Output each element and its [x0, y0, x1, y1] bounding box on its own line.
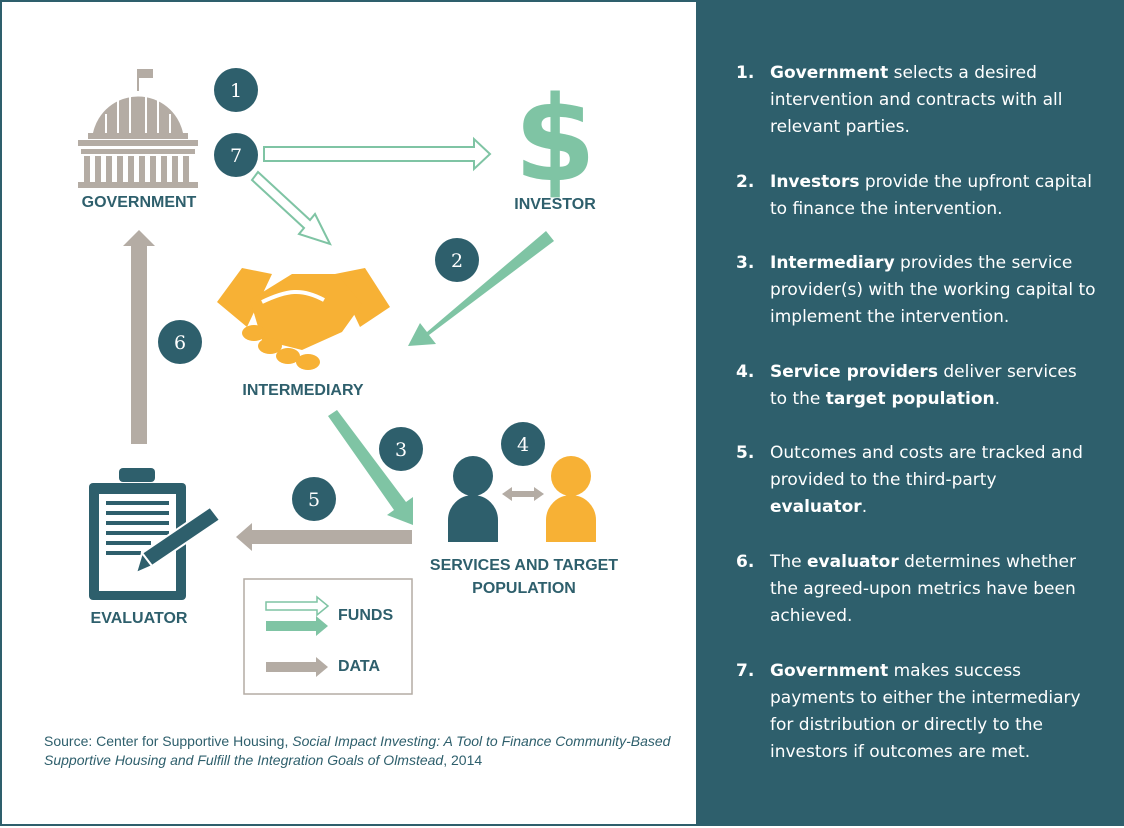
- svg-text:4: 4: [517, 434, 529, 456]
- svg-text:2: 2: [451, 250, 463, 272]
- legend-funds-solid-arrow: [266, 616, 328, 636]
- step-bold: Government: [770, 63, 889, 83]
- step-body: selects a desired intervention and contr…: [770, 63, 1063, 137]
- services-label: SERVICES AND TARGET POPULATION: [414, 554, 634, 600]
- svg-text:5: 5: [308, 489, 320, 511]
- step-number: 6.: [736, 552, 755, 572]
- step-body: deliver services to the: [770, 362, 1077, 409]
- step-body-2: determines whether the agreed-upon metri…: [770, 552, 1076, 626]
- step-body: The: [770, 552, 808, 572]
- step-number: 3.: [736, 253, 755, 273]
- step-bold: Investors: [770, 172, 860, 192]
- step-body: Outcomes and costs are tracked and provi…: [770, 443, 1083, 490]
- step-text: Intermediary provides the service provid…: [770, 250, 1096, 331]
- step-badge-7: 7: [214, 133, 258, 177]
- step-number: 4.: [736, 362, 755, 382]
- dollar-sign-icon: $: [514, 70, 596, 208]
- clipboard-pencil-icon: [89, 468, 222, 600]
- capitol-building-icon: [78, 69, 198, 188]
- svg-text:6: 6: [174, 332, 186, 354]
- arrow-6-evaluator-to-government: [123, 230, 155, 444]
- legend-funds-outline-arrow: [265, 595, 330, 617]
- step-number: 5.: [736, 443, 755, 463]
- step-text: Outcomes and costs are tracked and provi…: [770, 440, 1096, 521]
- step-bold: Service providers: [770, 362, 938, 382]
- step-item: 5. Outcomes and costs are tracked and pr…: [736, 440, 1096, 521]
- step-text: Service providers deliver services to th…: [770, 359, 1096, 413]
- legend-funds-label: FUNDS: [338, 607, 394, 624]
- step-text: Government selects a desired interventio…: [770, 60, 1096, 141]
- step-item: 3. Intermediary provides the service pro…: [736, 250, 1096, 331]
- step-text: The evaluator determines whether the agr…: [770, 549, 1096, 630]
- services-label-line1: SERVICES AND TARGET: [429, 557, 619, 574]
- step-bold: Government: [770, 661, 889, 681]
- investor-label: INVESTOR: [514, 196, 596, 213]
- step-bold: Intermediary: [770, 253, 895, 273]
- two-people-icon: [448, 456, 596, 542]
- evaluator-label: EVALUATOR: [90, 610, 188, 627]
- intermediary-label: INTERMEDIARY: [242, 382, 364, 399]
- government-label: GOVERNMENT: [81, 194, 197, 211]
- arrow-7-government-to-intermediary: [250, 170, 332, 246]
- step-item: 2. Investors provide the upfront capital…: [736, 169, 1096, 223]
- step-body: provides the service provider(s) with th…: [770, 253, 1096, 327]
- source-citation: Source: Center for Supportive Housing, S…: [44, 732, 684, 770]
- svg-text:3: 3: [395, 439, 407, 461]
- arrow-3-intermediary-to-services: [328, 410, 413, 525]
- step-number: 1.: [736, 63, 755, 83]
- svg-text:7: 7: [230, 145, 242, 167]
- step-body-2: .: [861, 497, 868, 517]
- step-text: Investors provide the upfront capital to…: [770, 169, 1096, 223]
- flow-diagram: $: [78, 68, 596, 695]
- step-item: 6. The evaluator determines whether the …: [736, 549, 1096, 630]
- step-body: makes success payments to either the int…: [770, 661, 1081, 762]
- arrow-7-government-to-investor: [263, 136, 492, 172]
- step-badge-6: 6: [158, 320, 202, 364]
- step-bold-2: target population: [825, 389, 995, 409]
- legend-data-label: DATA: [338, 658, 381, 675]
- step-badge-4: 4: [501, 422, 545, 466]
- legend: [243, 578, 413, 695]
- steps-panel: 1. Government selects a desired interven…: [696, 0, 1124, 826]
- step-item: 4. Service providers deliver services to…: [736, 359, 1096, 413]
- step-bold-2: evaluator: [770, 497, 862, 517]
- source-prefix: Source: Center for Supportive Housing,: [44, 733, 293, 749]
- step-badge-2: 2: [435, 238, 479, 282]
- step-item: 1. Government selects a desired interven…: [736, 60, 1096, 141]
- step-number: 7.: [736, 661, 755, 681]
- step-badge-5: 5: [292, 477, 336, 521]
- arrow-5-services-to-evaluator: [236, 523, 412, 551]
- services-label-line2: POPULATION: [472, 580, 576, 597]
- step-badge-1: 1: [214, 68, 258, 112]
- svg-text:1: 1: [230, 80, 242, 102]
- capitol-dome-ribs: [105, 92, 171, 133]
- diagram-panel: $: [0, 0, 696, 826]
- step-item: 7. Government makes success payments to …: [736, 658, 1096, 766]
- legend-data-arrow: [266, 657, 328, 677]
- step-bold-2: evaluator: [807, 552, 899, 572]
- step-body-2: .: [994, 389, 1001, 409]
- step-badge-3: 3: [379, 427, 423, 471]
- source-title: Social Impact Investing: A Tool to Finan…: [44, 733, 671, 768]
- handshake-icon: [217, 268, 390, 370]
- handshake-thumb-line: [261, 289, 325, 304]
- step-text: Government makes success payments to eit…: [770, 658, 1096, 766]
- step-body: provide the upfront capital to finance t…: [770, 172, 1092, 219]
- source-suffix: , 2014: [443, 752, 483, 768]
- arrow-2-investor-to-intermediary: [408, 231, 554, 346]
- step-number: 2.: [736, 172, 755, 192]
